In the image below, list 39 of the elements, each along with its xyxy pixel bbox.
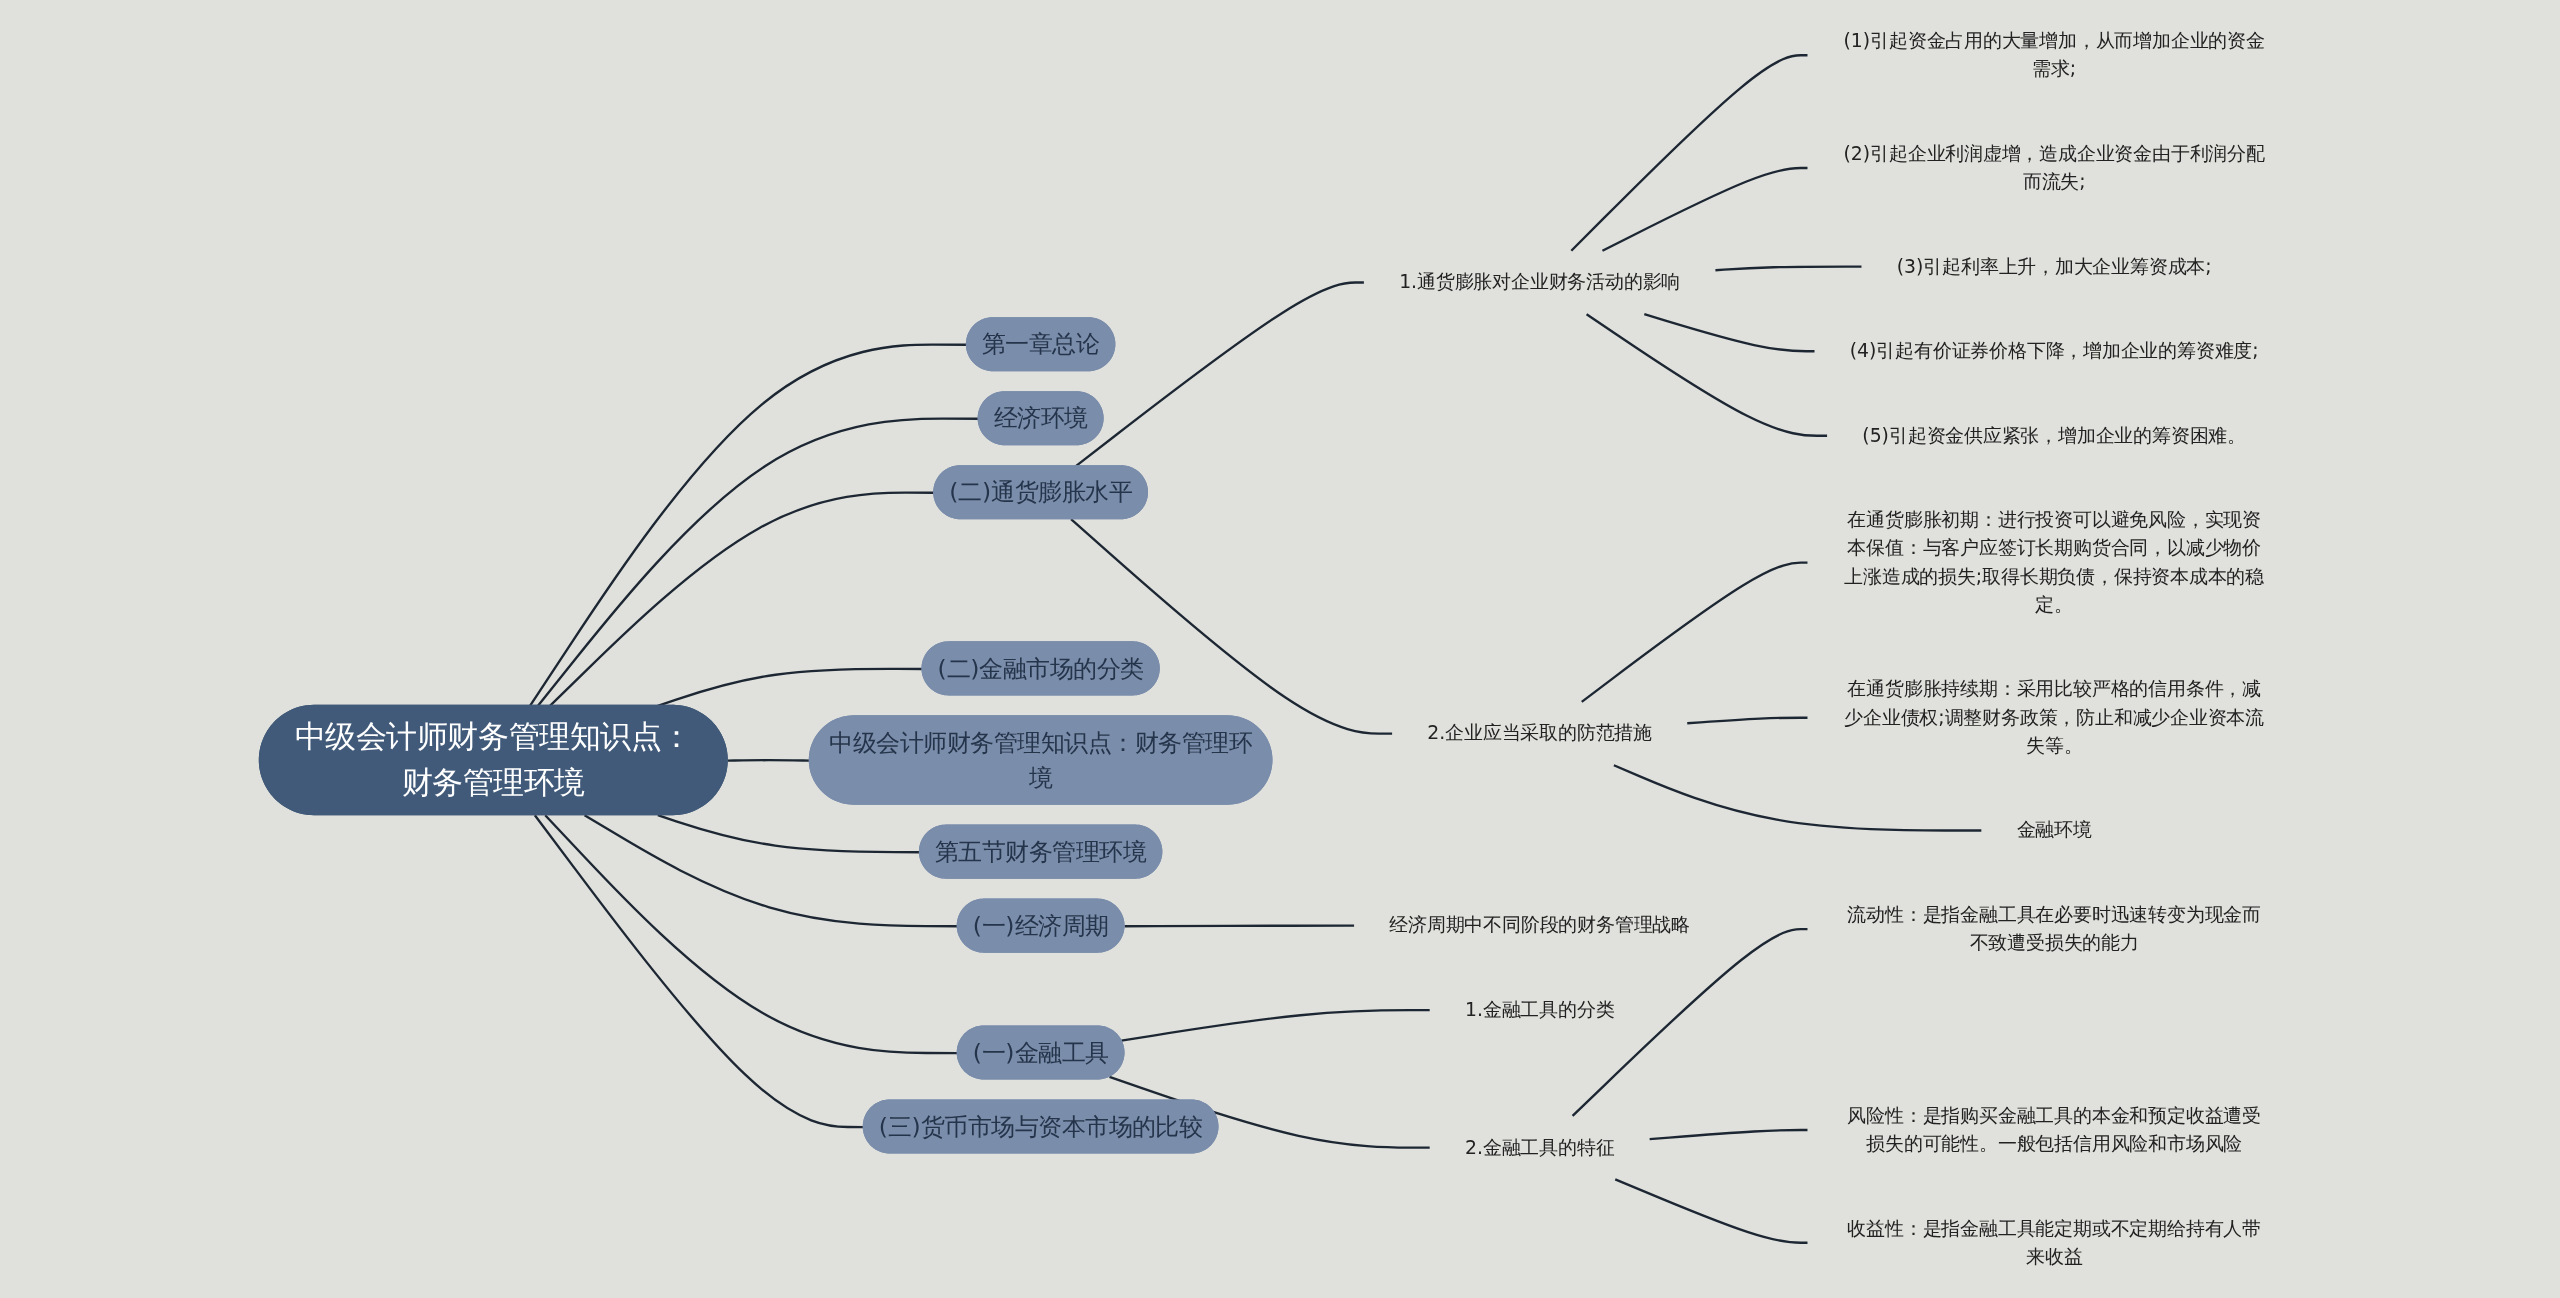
connector <box>544 814 958 1055</box>
connector <box>1643 313 1815 353</box>
connector <box>1580 561 1808 703</box>
node-text: (4)引起有价证券价格下降，增加企业的筹资难度; <box>1849 339 2259 362</box>
connector <box>1108 1075 1430 1149</box>
node-text: (3)引起利率上升，加大企业筹资成本; <box>1896 254 2212 278</box>
node-text: 2.企业应当采取的防范措施 <box>1427 721 1652 745</box>
connector <box>727 759 810 762</box>
connector <box>536 417 979 707</box>
connector <box>528 343 967 707</box>
connector <box>1121 1009 1430 1042</box>
connector <box>1601 166 1808 252</box>
connector <box>1613 764 1982 832</box>
connector <box>1570 54 1808 252</box>
node-text: 2.金融工具的特征 <box>1464 1135 1615 1159</box>
node-text: 在通货膨胀初期：进行投资可以避免风险，实现资本保值：与客户应签订长期购货合同，以减少物价上涨造成的损失;取得长期负债，保持资本成本的稳定。 <box>1844 508 2264 616</box>
mind-map-drawing: 中级会计师财务管理知识点：财务管理环境 第一章总论 经济环境 (二)通货膨胀水平 1.通货膨胀对企业财务活动的影响 (1)引起资金占用的大量增加，从而增加企业的资金需求; (2)引起企业利润虚增，造成企业资金由于利润分配而流失; (3)引起利率上升，加大企业筹资成本; (4)引起有价证券价格下降，增加企业的筹资难度; (5)引起资金供应紧张，增加企业的筹资困难。 2.企业应当采取的防范措施 在通货膨胀初期：进行投资可以避免风险，实现资本保值：与客户应签订长期购货合同，以减少物价上涨造成的损失;取得长期负债，保持资本成本的稳定。 在通货膨胀持续期：采用比较严格的信用条件，减少企业债权;调整财务政策，防止和减少企业资本流失等。 金融环境 (二)金融市场的分类 中级会计师财务管理知识点：财务管理环境 第五节财务管理环境 (一)经济周期 经济周期中不同阶段的财务管理战略 (一)金融工具 1.金融工具的分类 2.金融工具的特征 流动性：是指金融工具在必要时迅速转变为现金而不致遭受损失的能力 风险性：是指购买金融工具的本金和预定收益遭受损失的可能性。一般包括信用风险和市场风险 收益性：是指金融工具能定期或不定期给持有人带来收益 (三)货币市场与资本市场的比较 <box>249 0 2311 1298</box>
node-text: (2)引起企业利润虚增，造成企业资金由于利润分配而流失; <box>1843 142 2265 193</box>
node-text: 1.金融工具的分类 <box>1464 998 1615 1021</box>
node-text: (5)引起资金供应紧张，增加企业的筹资困难。 <box>1862 424 2246 447</box>
node-text: 流动性：是指金融工具在必要时迅速转变为现金而不致遭受损失的能力 <box>1847 903 2261 954</box>
connector <box>1585 313 1827 437</box>
node-text: 收益性：是指金融工具能定期或不定期给持有人带来收益 <box>1847 1216 2261 1268</box>
node-text: 金融环境 <box>2016 818 2092 842</box>
node-text: (1)引起资金占用的大量增加，从而增加企业的资金需求; <box>1843 29 2265 80</box>
node-text: 1.通货膨胀对企业财务活动的影响 <box>1399 270 1681 294</box>
node-text: 经济周期中不同阶段的财务管理战略 <box>1389 913 1690 937</box>
connector <box>1571 927 1808 1117</box>
connector <box>1124 924 1354 928</box>
connector <box>657 814 920 854</box>
node-text: 风险性：是指购买金融工具的本金和预定收益遭受损失的可能性。一般包括信用风险和市场风险 <box>1847 1104 2261 1155</box>
connector <box>533 814 864 1129</box>
connector <box>1614 1178 1808 1244</box>
connector <box>1687 716 1808 725</box>
connector <box>1715 265 1862 272</box>
connector <box>583 814 958 928</box>
node-text: 在通货膨胀持续期：采用比较严格的信用条件，减少企业债权;调整财务政策，防止和减少企业资本流失等。 <box>1844 677 2264 757</box>
connector <box>1070 518 1392 735</box>
connector <box>1649 1128 1808 1141</box>
